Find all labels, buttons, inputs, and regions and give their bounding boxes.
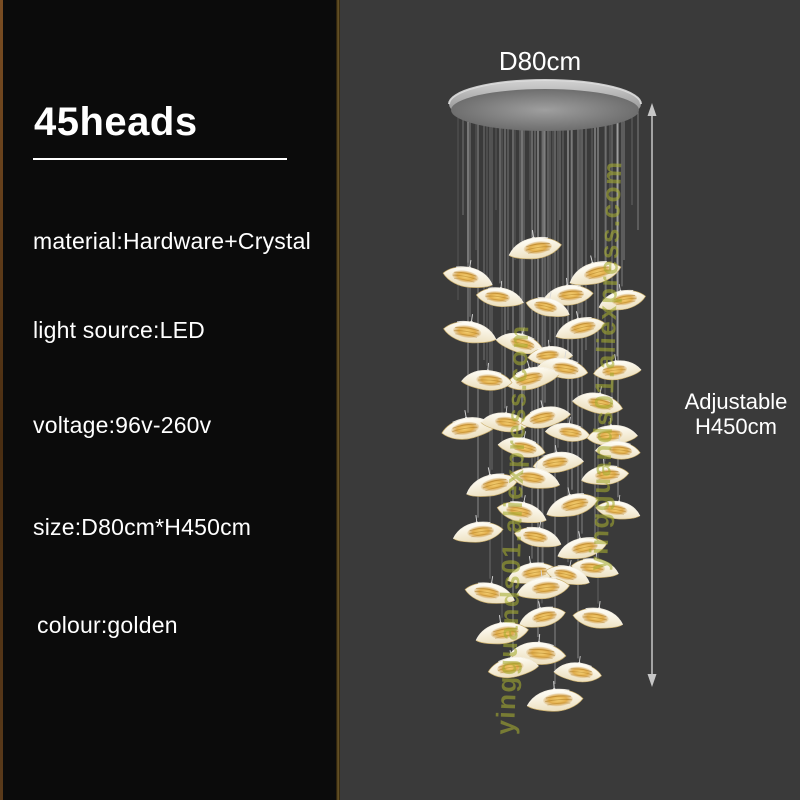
diameter-label: D80cm bbox=[498, 46, 582, 76]
title-underline bbox=[33, 158, 287, 160]
spec-voltage: voltage:96v-260v bbox=[33, 412, 212, 438]
left-edge-strip bbox=[0, 0, 3, 800]
crystal-leaf bbox=[535, 346, 592, 383]
crystal-leaf bbox=[552, 652, 605, 686]
crystal-leaf bbox=[438, 405, 497, 444]
height-dimension-arrow bbox=[647, 103, 657, 687]
crystal-leaf bbox=[440, 255, 497, 292]
crystal-leaf bbox=[474, 277, 526, 310]
product-title: 45heads bbox=[34, 100, 198, 144]
crystal-leaf bbox=[523, 287, 574, 321]
adjustable-label: Adjustable bbox=[684, 389, 788, 414]
crystal-leaf bbox=[529, 440, 585, 477]
watermark-right: yingguands01.aliexpress.com bbox=[583, 159, 628, 572]
spec-panel bbox=[0, 0, 336, 800]
crystal-leaf bbox=[540, 275, 595, 308]
height-label: H450cm bbox=[695, 414, 777, 439]
spec-light-source: light source:LED bbox=[33, 317, 205, 343]
crystal-leaf bbox=[544, 413, 593, 445]
panel-divider bbox=[336, 0, 340, 800]
crystal-leaf bbox=[571, 597, 626, 632]
watermark-left: yingguands01.aliexpress.com bbox=[490, 323, 535, 736]
crystal-leaf bbox=[441, 309, 500, 347]
spec-material: material:Hardware+Crystal bbox=[33, 228, 311, 254]
ceiling-plate bbox=[448, 79, 642, 131]
spec-colour: colour:golden bbox=[37, 612, 178, 638]
spec-size: size:D80cm*H450cm bbox=[33, 514, 252, 540]
crystal-leaf bbox=[505, 225, 564, 263]
crystal-leaf bbox=[525, 678, 585, 714]
